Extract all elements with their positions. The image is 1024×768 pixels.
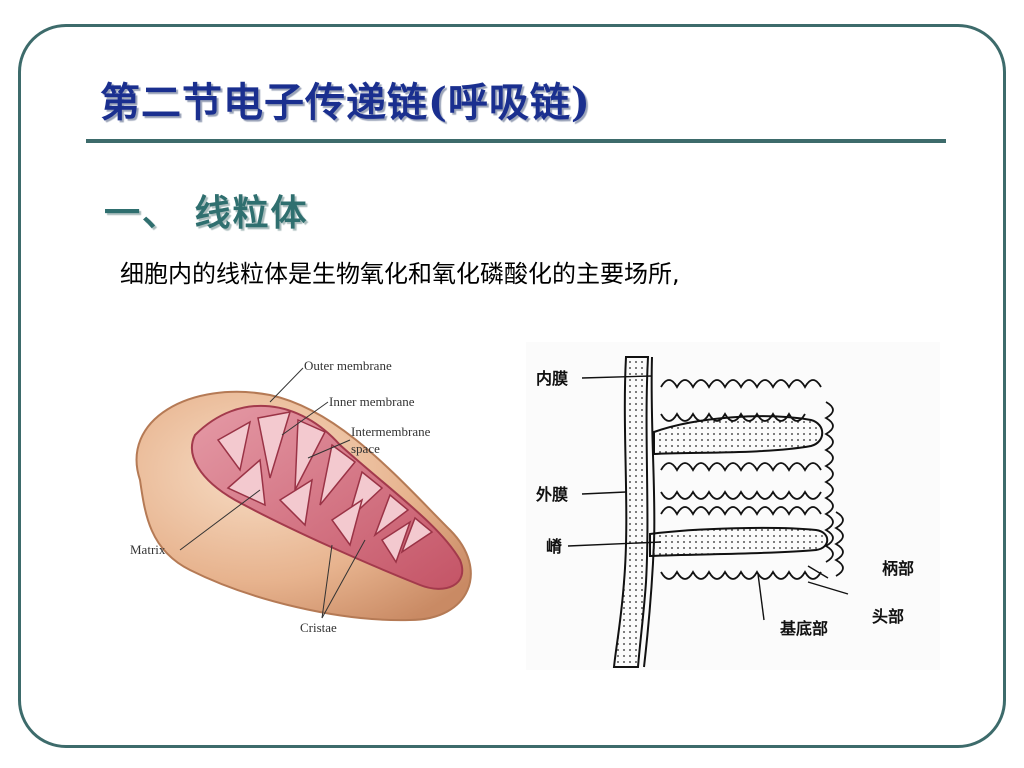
label-outer-membrane-zh: 外膜	[535, 485, 568, 504]
membrane-cross-section-diagram: 内膜 外膜 嵴 柄部 头部 基底部	[526, 342, 940, 670]
mitochondrion-illustration: Outer membrane Inner membrane Intermembr…	[130, 358, 472, 635]
lower-crista	[649, 526, 829, 558]
title-divider	[86, 139, 946, 143]
section-heading: 一、 线粒体	[104, 192, 309, 234]
outer-membrane-band	[612, 356, 650, 668]
label-inner-membrane: Inner membrane	[329, 394, 415, 409]
label-stalk-zh: 柄部	[882, 559, 914, 578]
label-intermembrane: Intermembrane	[351, 424, 431, 439]
body-paragraph: 细胞内的线粒体是生物氧化和氧化磷酸化的主要场所,	[120, 260, 680, 288]
label-matrix: Matrix	[130, 542, 166, 557]
slide-title: 第二节电子传递链(呼吸链)	[100, 79, 591, 126]
label-outer-membrane: Outer membrane	[304, 358, 392, 373]
label-cristae: Cristae	[300, 620, 337, 635]
label-crista-zh: 嵴	[546, 537, 563, 556]
label-intermembrane-space: space	[351, 441, 380, 456]
slide-frame	[18, 24, 1006, 748]
label-head-zh: 头部	[872, 607, 904, 626]
label-inner-membrane-zh: 内膜	[536, 369, 568, 388]
membrane-particles	[660, 379, 844, 580]
label-base-zh: 基底部	[779, 619, 828, 638]
cristae-folds	[216, 411, 434, 564]
